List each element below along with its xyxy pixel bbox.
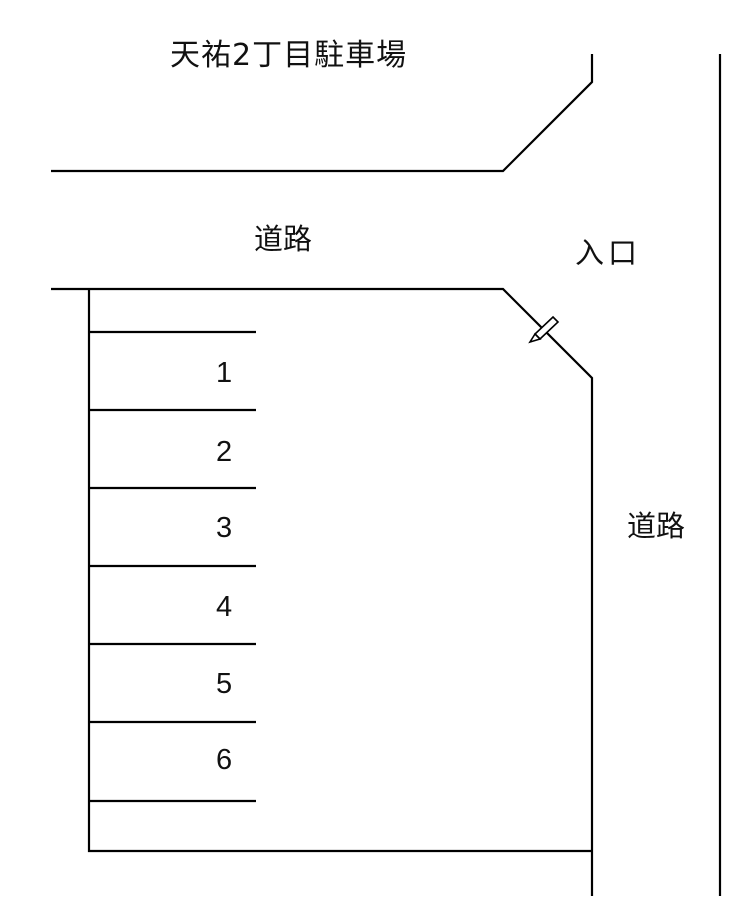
road-label-top: 道路 [254, 222, 313, 256]
space-number-6: 6 [216, 744, 233, 776]
lot-left-bottom [87, 289, 592, 853]
road-label-right: 道路 [627, 509, 686, 543]
space-number-5: 5 [216, 668, 233, 700]
entrance-arrow-icon [528, 315, 560, 344]
road-top-upper-edge [51, 54, 594, 173]
page-title: 天祐2丁目駐車場 [170, 38, 408, 73]
entrance-label: 入口 [575, 236, 642, 270]
space-number-1: 1 [216, 357, 233, 389]
space-number-4: 4 [216, 591, 233, 623]
space-number-3: 3 [216, 512, 233, 544]
lot-boundary [51, 287, 594, 896]
space-number-2: 2 [216, 436, 233, 468]
